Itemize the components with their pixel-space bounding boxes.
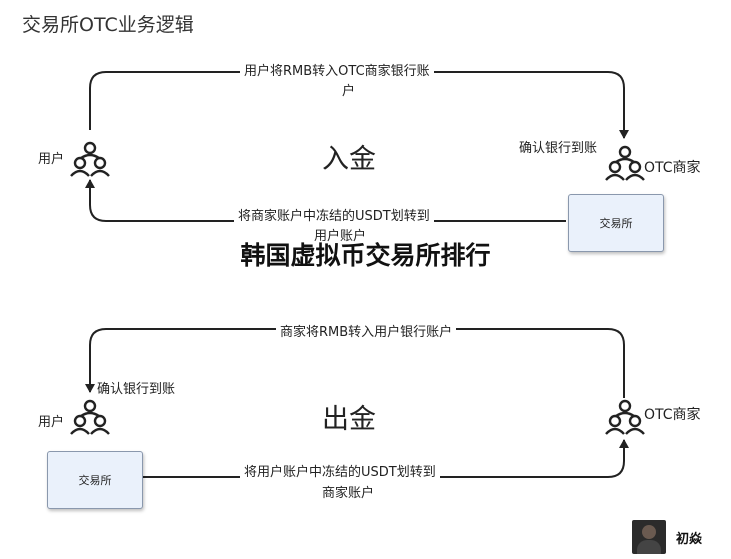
page-title: 交易所OTC业务逻辑 — [22, 14, 194, 36]
withdraw-exchange-label: 交易所 — [78, 474, 112, 487]
deposit-merchant-label: OTC商家 — [644, 160, 701, 176]
overlay-title: 韩国虚拟币交易所排行 — [240, 241, 491, 270]
deposit-merchant-icon — [604, 145, 646, 182]
deposit-exchange-label: 交易所 — [599, 217, 633, 230]
deposit-exchange-box: 交易所 — [568, 194, 664, 252]
deposit-bottom-arrow — [85, 179, 566, 222]
withdraw-bottom-arrow-label: 将用户账户中冻结的USDT划转到 — [240, 461, 440, 480]
withdraw-confirm-label: 确认银行到账 — [97, 382, 176, 397]
deposit-user-label: 用户 — [38, 152, 65, 167]
deposit-top-arrow-label-cont: 户 — [342, 84, 356, 99]
withdraw-title: 出金 — [322, 404, 376, 435]
deposit-title: 入金 — [322, 144, 376, 175]
deposit-user-icon — [69, 141, 111, 178]
withdraw-top-arrow-label: 商家将RMB转入用户银行账户 — [276, 321, 457, 340]
author-name: 初焱 — [676, 532, 703, 547]
withdraw-merchant-icon — [604, 399, 646, 436]
withdraw-bottom-arrow-label-cont: 商家账户 — [322, 486, 375, 501]
deposit-bottom-arrow-label: 将商家账户中冻结的USDT划转到 — [234, 205, 434, 224]
withdraw-user-label: 用户 — [38, 415, 65, 430]
deposit-confirm-label: 确认银行到账 — [519, 141, 598, 156]
deposit-top-arrow — [89, 71, 629, 139]
deposit-top-arrow-label: 用户将RMB转入OTC商家银行账 — [240, 60, 434, 79]
withdraw-bottom-arrow — [143, 439, 629, 478]
withdraw-merchant-label: OTC商家 — [644, 407, 701, 423]
withdraw-exchange-box: 交易所 — [47, 451, 143, 509]
withdraw-user-icon — [69, 399, 111, 436]
deposit-bottom-arrow-label-cont: 用户账户 — [314, 229, 367, 244]
author-avatar — [632, 520, 666, 554]
